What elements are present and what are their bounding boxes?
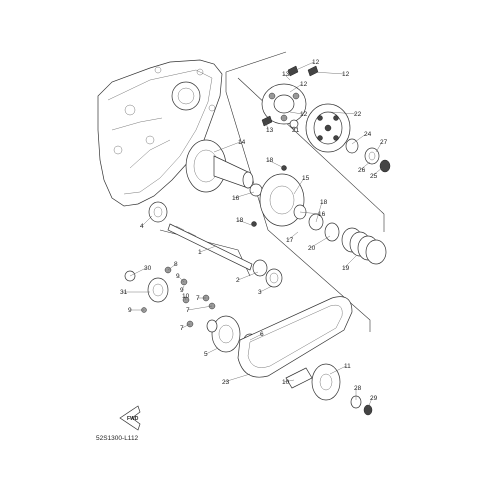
part-label: 8 xyxy=(174,261,178,268)
leader-line xyxy=(205,347,219,355)
leader-line xyxy=(181,323,191,329)
part-label: 31 xyxy=(120,289,128,296)
part-label: 22 xyxy=(354,111,362,118)
leader-line xyxy=(177,275,185,283)
part-label: 13 xyxy=(266,127,274,134)
leader-line xyxy=(289,111,303,115)
leader-lines xyxy=(122,61,383,409)
part-label: 16 xyxy=(232,195,240,202)
part-label: 10 xyxy=(282,379,290,386)
part-label: 16 xyxy=(318,211,326,218)
leader-line xyxy=(299,211,321,215)
part-label: 7 xyxy=(186,307,190,314)
part-label: 6 xyxy=(260,331,264,338)
part-label: 15 xyxy=(302,175,310,182)
part-label: 9 xyxy=(180,287,184,294)
leader-line xyxy=(293,177,305,195)
leader-line xyxy=(351,133,367,145)
part-label: 12 xyxy=(342,71,350,78)
part-label: 12 xyxy=(312,59,320,66)
part-label: 17 xyxy=(286,237,294,244)
part-label: 13 xyxy=(282,71,290,78)
variator-parts xyxy=(124,266,257,353)
leader-line xyxy=(183,295,187,301)
part-label: 27 xyxy=(380,139,388,146)
crankcase-housing xyxy=(97,59,223,207)
leader-line xyxy=(309,235,331,249)
leader-line xyxy=(233,191,255,199)
part-label: 1 xyxy=(198,249,202,256)
leader-line xyxy=(315,201,323,223)
part-label: 5 xyxy=(204,351,208,358)
v-belt xyxy=(237,296,353,378)
part-label: 12 xyxy=(300,81,308,88)
part-label: 18 xyxy=(236,217,244,224)
leader-line xyxy=(295,61,315,71)
part-label: 11 xyxy=(344,363,351,370)
part-label: 7 xyxy=(180,325,184,332)
leader-line xyxy=(287,231,299,241)
leader-line xyxy=(129,267,147,277)
part-label: 20 xyxy=(308,245,316,252)
leader-line xyxy=(343,255,357,269)
clutch-carrier xyxy=(261,65,319,127)
part-label: 10 xyxy=(182,293,190,300)
secondary-pulley-parts xyxy=(285,363,373,416)
clutch-housing xyxy=(305,103,351,153)
part-label: 18 xyxy=(266,157,274,164)
leader-line xyxy=(249,333,263,341)
leader-line xyxy=(329,111,357,115)
leader-line xyxy=(167,263,177,271)
leader-line xyxy=(375,141,383,153)
part-labels: 12 13 12 12 12 13 21 22 24 27 26 25 14 1… xyxy=(120,59,388,402)
leader-line xyxy=(265,121,269,131)
part-label: 24 xyxy=(364,131,372,138)
leader-line xyxy=(213,141,241,153)
part-label: 23 xyxy=(222,379,230,386)
forward-arrow-icon: FWD xyxy=(119,405,141,431)
leader-line xyxy=(329,365,347,375)
leader-line xyxy=(199,245,217,253)
leader-line xyxy=(259,285,273,293)
leader-line xyxy=(267,159,285,169)
compression-spring xyxy=(341,227,387,265)
leader-line xyxy=(187,305,213,311)
part-label: 12 xyxy=(300,111,308,118)
part-label: 28 xyxy=(354,385,362,392)
leader-line xyxy=(237,219,255,227)
primary-sheave xyxy=(185,139,263,197)
part-label: 2 xyxy=(236,277,240,284)
part-label: 29 xyxy=(370,395,378,402)
part-label: 26 xyxy=(358,167,366,174)
part-label: 7 xyxy=(196,295,200,302)
part-label: 4 xyxy=(140,223,144,230)
part-label: 21 xyxy=(292,127,300,134)
part-label: 9 xyxy=(128,307,132,314)
part-label: 25 xyxy=(370,173,378,180)
leader-line xyxy=(313,71,345,75)
diagram-code: 52S1300-L112 xyxy=(96,435,139,442)
secondary-sheave xyxy=(251,165,340,242)
leader-line xyxy=(371,167,383,177)
leader-line xyxy=(223,373,251,383)
forward-label: FWD xyxy=(127,416,139,422)
part-label: 19 xyxy=(342,265,350,272)
leader-line xyxy=(359,161,371,171)
leader-line xyxy=(141,215,153,227)
part-label: 14 xyxy=(238,139,246,146)
leader-line xyxy=(367,397,373,409)
part-label: 18 xyxy=(320,199,328,206)
part-label: 9 xyxy=(176,273,180,280)
leader-line xyxy=(283,73,291,81)
leader-line xyxy=(289,83,303,93)
leader-line xyxy=(181,285,185,291)
leader-line xyxy=(283,379,295,383)
primary-shaft xyxy=(148,201,283,288)
clutch-small-parts xyxy=(289,119,391,173)
leader-line xyxy=(237,271,259,281)
part-label: 30 xyxy=(144,265,152,272)
part-label: 3 xyxy=(258,289,262,296)
